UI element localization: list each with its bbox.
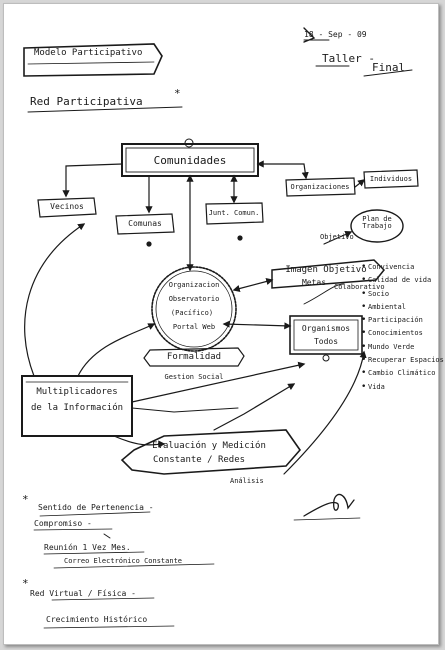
formalidad-label: Formalidad	[166, 352, 222, 362]
subtitle-asterisk: *	[174, 87, 181, 100]
diagram-lines	[21, 27, 419, 629]
objective-item: Mundo Verde	[361, 343, 444, 352]
evaluacion-line2: Constante / Redes	[152, 455, 246, 465]
note-asterisk-2: *	[22, 577, 29, 590]
organizaciones-label: Organizaciones	[290, 183, 350, 191]
analisis-label: Análisis	[230, 477, 264, 485]
signature-mark	[303, 493, 355, 517]
todos-label: Todos	[313, 337, 339, 346]
objective-item: Cambio Climático	[361, 369, 444, 378]
objective-item: Convivencia	[361, 263, 444, 272]
center-hub	[151, 266, 237, 352]
title-line2: Final	[372, 61, 406, 74]
vecinos-label: Vecinos	[50, 202, 84, 211]
multiplicadores-box	[21, 375, 133, 437]
imagen-line2: Metas	[301, 278, 327, 287]
note-asterisk-1: *	[22, 493, 29, 506]
objective-item: Participación	[361, 316, 444, 325]
note-sentido: Sentido de Pertenencia -	[38, 503, 154, 512]
imagen-note: Colaborativo	[334, 283, 385, 291]
organismos-box	[289, 315, 363, 355]
plan-circle	[350, 209, 404, 243]
objetivo-label: Objetivo	[320, 233, 354, 241]
juntas-box	[205, 202, 264, 225]
header-tag: Modelo Participativo	[34, 48, 143, 58]
gestion-label: Gestion Social	[164, 373, 224, 381]
subtitle: Red Participativa	[30, 95, 143, 108]
vecinos-box	[37, 197, 97, 218]
objective-item: Vida	[361, 383, 444, 392]
note-compromiso: Compromiso -	[34, 519, 92, 528]
objective-item: Conocimientos	[361, 329, 444, 338]
objective-item: Socio	[361, 290, 444, 299]
organizaciones-box	[285, 177, 356, 197]
comunas-box	[115, 213, 175, 235]
center-line3: (Pacífico)	[170, 309, 214, 317]
center-line1: Organizacion	[168, 281, 220, 289]
objective-item: Calidad de vida	[361, 276, 444, 285]
center-line2: Observatorio	[168, 295, 220, 303]
header-tag-shape	[23, 43, 163, 77]
sketch-sheet: Modelo Participativo 18 - Sep - 09 Talle…	[3, 3, 444, 645]
plan-label: Plan de Trabajo	[362, 215, 392, 230]
multiplicadores-line1: Multiplicadores	[36, 387, 118, 397]
note-crecimiento: Crecimiento Histórico	[46, 615, 148, 624]
objectives-list: Convivencia Calidad de vida Socio Ambien…	[361, 263, 444, 397]
date-label: 18 - Sep - 09	[304, 30, 367, 39]
objective-item: Ambiental	[361, 303, 444, 312]
center-line4: Portal Web	[172, 323, 216, 331]
comunas-label: Comunas	[128, 219, 162, 228]
individuos-label: Individuos	[369, 175, 413, 183]
juntas-label: Junt. Comun.	[208, 209, 260, 217]
multiplicadores-line2: de la Información	[30, 403, 124, 413]
objective-item: Recuperar Espacios	[361, 356, 444, 365]
evaluacion-shape	[120, 429, 302, 475]
title-line1: Taller -	[322, 52, 375, 65]
formalidad-tag	[143, 347, 245, 367]
imagen-line1: Imagen Objetivo	[285, 265, 367, 275]
note-reunion: Reunión 1 Vez Mes.	[44, 543, 131, 552]
evaluacion-line1: Evaluación y Medición	[152, 441, 266, 451]
organismos-label: Organismos	[301, 324, 351, 333]
note-red: Red Virtual / Física -	[30, 589, 136, 598]
comunidades-label: Comunidades	[153, 154, 227, 167]
note-correo: Correo Electrónico Constante	[64, 557, 183, 565]
